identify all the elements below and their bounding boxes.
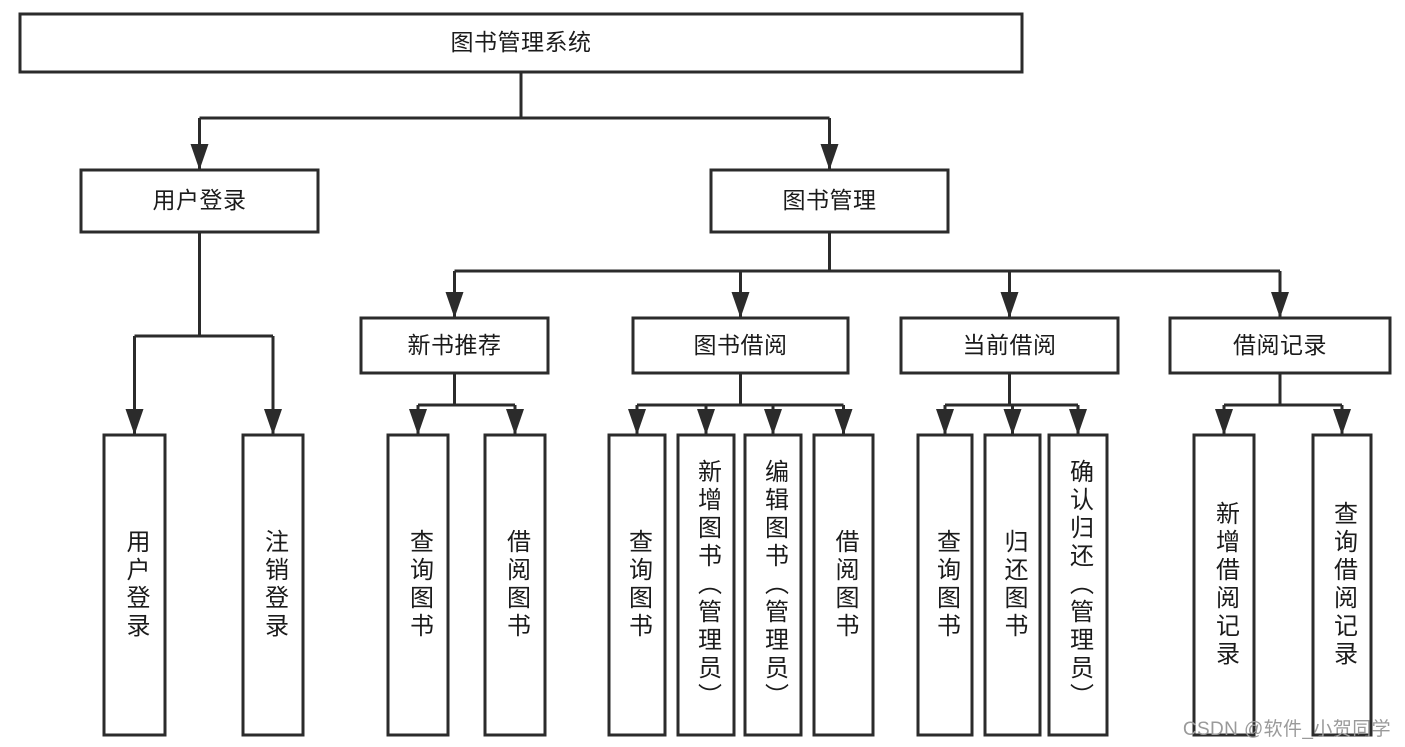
arrow-head-icon — [1333, 409, 1351, 435]
arrow-head-icon — [764, 409, 782, 435]
arrow-head-icon — [125, 409, 144, 435]
node-box-leaf-borrow-4[interactable] — [812, 433, 875, 737]
node-box-leaf-borrow-3[interactable] — [743, 433, 803, 737]
node-box-root[interactable] — [18, 12, 1024, 74]
arrow-head-icon — [1000, 292, 1019, 318]
node-box-leaf-new-1[interactable] — [386, 433, 450, 737]
node-box-records[interactable] — [1168, 316, 1392, 375]
arrow-head-icon — [1069, 409, 1087, 435]
arrow-head-icon — [1215, 409, 1233, 435]
arrow-head-icon — [1003, 409, 1022, 435]
arrow-head-icon — [834, 409, 853, 435]
watermark: CSDN @软件_小贺同学 — [1182, 719, 1391, 740]
edge-layer — [125, 72, 1351, 435]
node-box-borrow[interactable] — [631, 316, 850, 375]
arrow-head-icon — [628, 409, 646, 435]
node-box-leaf-new-2[interactable] — [483, 433, 547, 737]
node-box-leaf-borrow-1[interactable] — [607, 433, 667, 737]
node-box-leaf-rec-2[interactable] — [1311, 433, 1373, 737]
arrow-head-icon — [445, 292, 464, 318]
node-box-newbooks[interactable] — [359, 316, 550, 375]
node-box-leaf-borrow-2[interactable] — [676, 433, 736, 737]
arrow-head-icon — [820, 144, 839, 170]
node-box-leaf-rec-1[interactable] — [1192, 433, 1256, 737]
arrow-head-icon — [264, 409, 282, 435]
node-box-leaf-cur-1[interactable] — [916, 433, 974, 737]
node-box-current[interactable] — [899, 316, 1120, 375]
arrow-head-icon — [731, 292, 750, 318]
node-box-leaf-cur-2[interactable] — [983, 433, 1042, 737]
node-box-login[interactable] — [79, 168, 320, 234]
node-box-bookmgmt[interactable] — [709, 168, 950, 234]
arrow-head-icon — [1271, 292, 1289, 318]
arrow-head-icon — [190, 144, 209, 170]
arrow-head-icon — [697, 409, 715, 435]
node-layer — [18, 12, 1392, 737]
node-box-leaf-login-1[interactable] — [102, 433, 167, 737]
arrow-head-icon — [936, 409, 954, 435]
node-box-leaf-login-2[interactable] — [241, 433, 305, 737]
node-box-leaf-cur-3[interactable] — [1047, 433, 1109, 737]
arrow-head-icon — [409, 409, 427, 435]
arrow-head-icon — [506, 409, 524, 435]
